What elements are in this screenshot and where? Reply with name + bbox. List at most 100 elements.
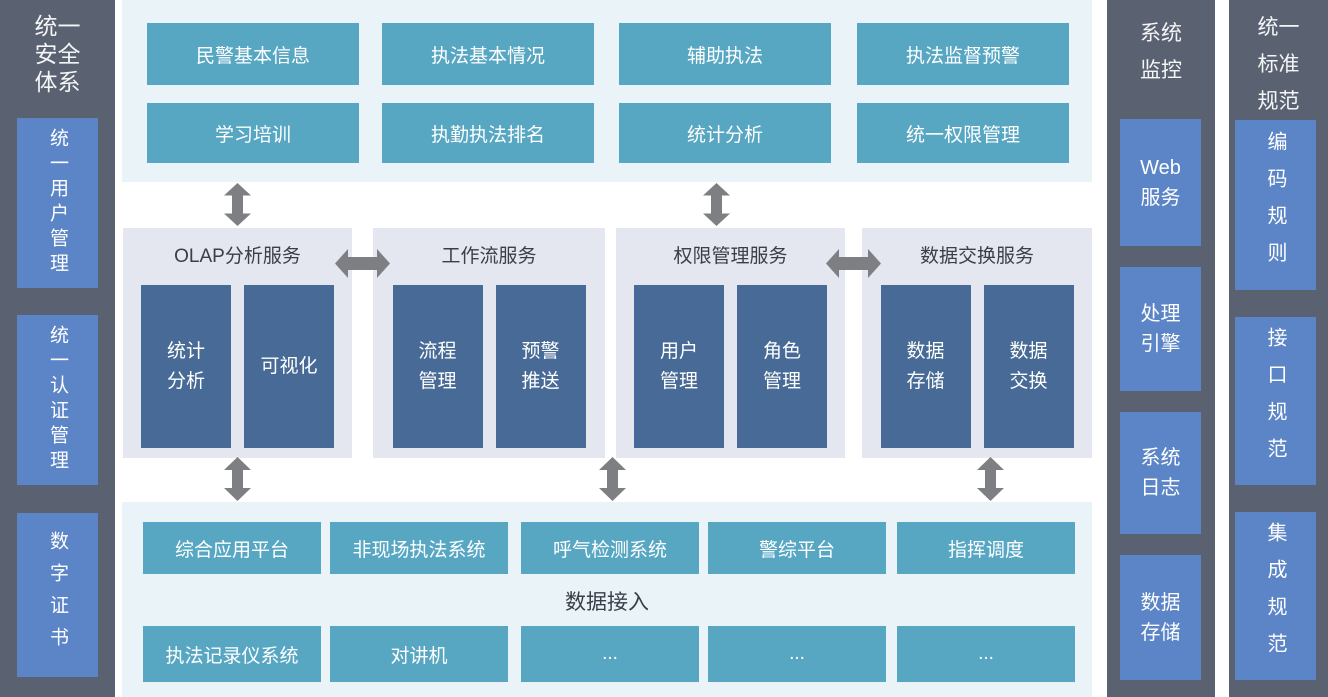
monitor-item-label: Web服务 (1140, 156, 1181, 209)
horizontal-double-arrow-icon (826, 249, 881, 278)
service-module-box: 预警推送 (495, 285, 586, 448)
app-module-box: 执法基本情况 (382, 23, 594, 85)
standards-item-label: 集成规范 (1264, 522, 1286, 670)
service-module-label: 流程管理 (418, 341, 457, 392)
monitor-item-label: 处理引擎 (1140, 303, 1181, 355)
vertical-double-arrow-icon (977, 457, 1004, 501)
data-source-label: 对讲机 (390, 645, 448, 667)
app-module-box: 执法监督预警 (857, 23, 1069, 85)
service-module-box: 流程管理 (392, 285, 483, 448)
monitor-item-data-storage: 数据存储 (1120, 555, 1201, 680)
service-module-label: 数据交换 (1009, 341, 1048, 392)
app-module-label: 学习培训 (214, 124, 291, 146)
service-group-title: 权限管理服务 (673, 246, 788, 267)
service-group-title: OLAP分析服务 (174, 246, 301, 267)
service-module-box: 统计分析 (141, 285, 231, 448)
data-source-label: ... (602, 643, 618, 664)
standards-item-integration-spec: 集成规范 (1235, 512, 1316, 680)
standards-item-interface-spec: 接口规范 (1235, 317, 1316, 485)
app-module-label: 执勤执法排名 (430, 124, 545, 146)
data-access-panel: 综合应用平台 非现场执法系统 呼气检测系统 警综平台 指挥调度 数据接入 执法记… (122, 502, 1092, 697)
app-module-box: 执勤执法排名 (382, 103, 594, 163)
app-module-label: 统一权限管理 (905, 124, 1020, 146)
standards-item-coding-rules: 编码规则 (1235, 120, 1316, 290)
security-sidebar-title: 统一安全体系 (0, 12, 115, 96)
data-source-box: 对讲机 (330, 626, 508, 682)
service-group-data-exchange: 数据交换服务 数据存储 数据交换 (862, 228, 1092, 458)
security-item-unified-auth-management: 统一认证管理 (17, 315, 98, 485)
service-group-title: 工作流服务 (441, 246, 537, 267)
data-source-box: ... (521, 626, 699, 682)
service-module-box: 可视化 (244, 285, 334, 448)
horizontal-double-arrow-icon (335, 249, 390, 278)
system-monitor-title: 系统监控 (1107, 16, 1215, 90)
service-group-boxes: 统计分析 可视化 (123, 285, 352, 448)
data-source-box: ... (708, 626, 886, 682)
system-monitor-title-text: 系统监控 (1139, 22, 1182, 82)
data-source-label: 综合应用平台 (174, 539, 289, 561)
data-source-box: ... (897, 626, 1075, 682)
service-module-label: 用户管理 (659, 341, 698, 392)
app-module-box: 辅助执法 (619, 23, 831, 85)
data-source-label: 非现场执法系统 (352, 539, 486, 561)
app-module-label: 执法监督预警 (905, 45, 1020, 67)
service-module-label: 预警推送 (521, 341, 560, 392)
security-sidebar: 统一安全体系 统一用户管理 统一认证管理 数字证书 (0, 0, 115, 697)
monitor-item-processing-engine: 处理引擎 (1120, 267, 1201, 391)
app-module-label: 执法基本情况 (430, 45, 545, 67)
data-source-label: 呼气检测系统 (552, 539, 667, 561)
vertical-double-arrow-icon (703, 183, 730, 226)
app-module-box: 民警基本信息 (147, 23, 359, 85)
service-module-label: 可视化 (260, 355, 318, 377)
application-modules-panel: 民警基本信息 执法基本情况 辅助执法 执法监督预警 学习培训 执勤执法排名 统计… (122, 0, 1092, 182)
standards-title-text: 统一标准规范 (1257, 16, 1300, 113)
service-group-olap: OLAP分析服务 统计分析 可视化 (123, 228, 352, 458)
monitor-item-system-log: 系统日志 (1120, 412, 1201, 534)
app-module-label: 统计分析 (686, 124, 763, 146)
service-module-label: 统计分析 (166, 341, 205, 392)
data-source-box: 综合应用平台 (143, 522, 321, 574)
security-item-digital-certificate: 数字证书 (17, 513, 98, 677)
service-module-box: 用户管理 (634, 285, 724, 448)
system-monitor-column: 系统监控 Web服务 处理引擎 系统日志 数据存储 (1107, 0, 1215, 697)
data-source-label: ... (789, 643, 805, 664)
service-module-label: 数据存储 (906, 341, 945, 392)
service-group-title: 数据交换服务 (919, 246, 1034, 267)
app-module-box: 统计分析 (619, 103, 831, 163)
service-group-boxes: 用户管理 角色管理 (616, 285, 845, 448)
vertical-double-arrow-icon (599, 457, 626, 501)
standards-item-label: 接口规范 (1264, 327, 1286, 475)
service-module-box: 数据交换 (983, 285, 1074, 448)
service-group-workflow: 工作流服务 流程管理 预警推送 (373, 228, 605, 458)
standards-title: 统一标准规范 (1229, 10, 1328, 120)
standards-column: 统一标准规范 编码规则 接口规范 集成规范 (1229, 0, 1328, 697)
service-module-label: 角色管理 (762, 341, 801, 392)
monitor-item-label: 系统日志 (1140, 447, 1181, 499)
app-module-label: 民警基本信息 (195, 45, 310, 67)
standards-item-label: 编码规则 (1264, 131, 1286, 279)
app-module-box: 学习培训 (147, 103, 359, 163)
security-item-label: 统一用户管理 (47, 128, 68, 278)
service-group-boxes: 流程管理 预警推送 (373, 285, 605, 448)
service-module-box: 数据存储 (880, 285, 971, 448)
service-group-permission: 权限管理服务 用户管理 角色管理 (616, 228, 845, 458)
data-source-label: 指挥调度 (947, 539, 1024, 561)
data-access-title: 数据接入 (565, 591, 649, 614)
data-source-label: 警综平台 (758, 539, 835, 561)
security-item-label: 数字证书 (47, 531, 68, 659)
security-item-label: 统一认证管理 (47, 325, 68, 475)
data-source-box: 警综平台 (708, 522, 886, 574)
data-source-label: 执法记录仪系统 (165, 645, 299, 667)
app-module-label: 辅助执法 (686, 45, 763, 67)
app-module-box: 统一权限管理 (857, 103, 1069, 163)
monitor-item-web-service: Web服务 (1120, 119, 1201, 246)
data-source-box: 执法记录仪系统 (143, 626, 321, 682)
monitor-item-label: 数据存储 (1140, 591, 1181, 644)
vertical-double-arrow-icon (224, 183, 251, 226)
service-module-box: 角色管理 (737, 285, 827, 448)
data-source-box: 指挥调度 (897, 522, 1075, 574)
vertical-double-arrow-icon (224, 457, 251, 501)
data-source-box: 非现场执法系统 (330, 522, 508, 574)
security-sidebar-title-text: 统一安全体系 (34, 13, 81, 96)
